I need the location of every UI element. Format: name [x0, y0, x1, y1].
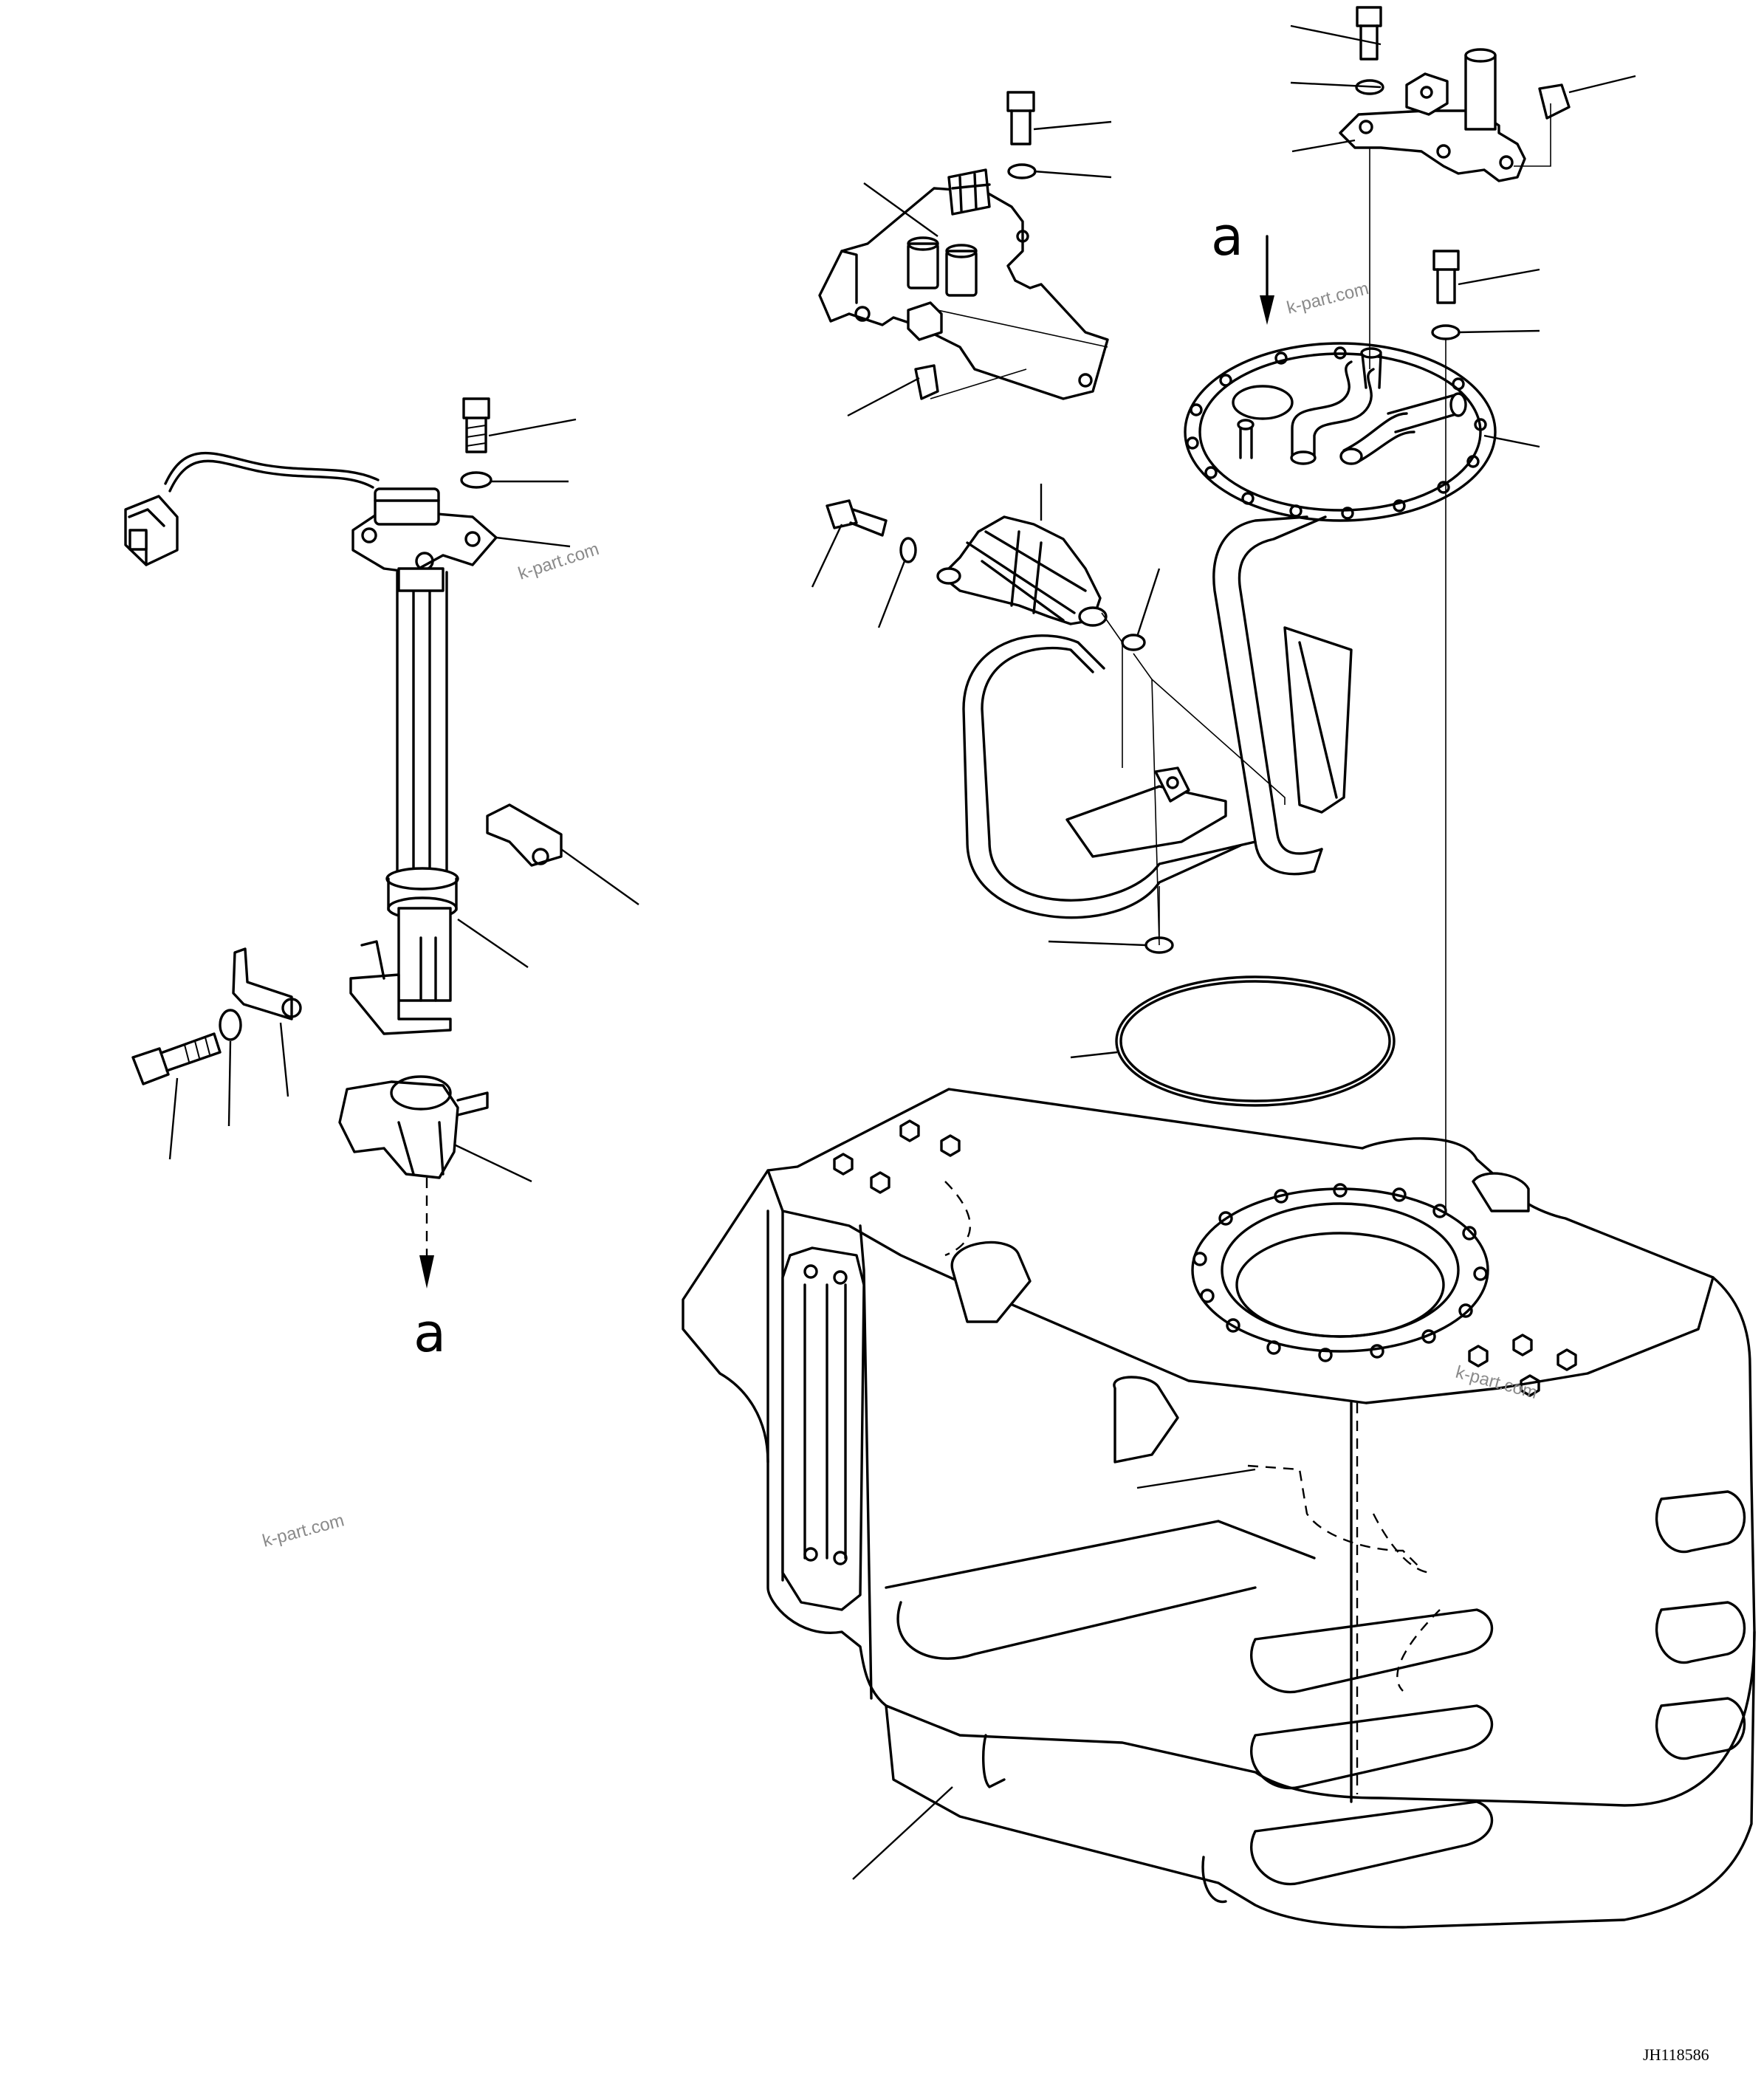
watermark: k-part.com — [261, 1510, 346, 1551]
sensor-clip — [486, 803, 563, 867]
watermark: k-part.com — [1285, 278, 1371, 318]
fuel-level-sensor — [124, 451, 498, 1035]
fuel-tank — [682, 1088, 1756, 1929]
leader-lines-tank — [852, 1468, 1256, 1880]
small-o-ring-upper — [1121, 634, 1146, 651]
upper-bracket — [818, 48, 1526, 400]
flange-o-ring — [1115, 975, 1396, 1107]
leader-lines-left — [168, 418, 639, 1183]
sensor-mounting-bolt — [462, 397, 490, 453]
suction-pipe — [962, 515, 1353, 919]
fuel-strainer — [936, 515, 1108, 627]
strainer-bolt — [826, 499, 888, 537]
view-arrow-upper — [1260, 235, 1274, 325]
sensor-washer — [460, 471, 493, 489]
sensor-float — [338, 1075, 489, 1179]
drawing-code: JH118586 — [1643, 2045, 1709, 2064]
leader-lines-upper — [811, 24, 1636, 1059]
view-label-upper: a — [1211, 205, 1243, 267]
view-arrow-lower — [419, 1178, 434, 1289]
reference-lines — [930, 103, 1551, 1255]
view-label-lower: a — [413, 1302, 446, 1364]
sender-flange-plate — [1184, 342, 1497, 522]
strainer-washer — [899, 537, 917, 563]
watermark: k-part.com — [1453, 1362, 1539, 1403]
hose-clamp — [914, 83, 1571, 400]
upper-bolts — [1006, 6, 1461, 340]
lower-bracket-washer — [219, 1009, 242, 1041]
sensor-connector — [124, 495, 179, 566]
lower-bracket-bolt — [131, 1032, 222, 1085]
lower-bracket — [232, 947, 302, 1020]
